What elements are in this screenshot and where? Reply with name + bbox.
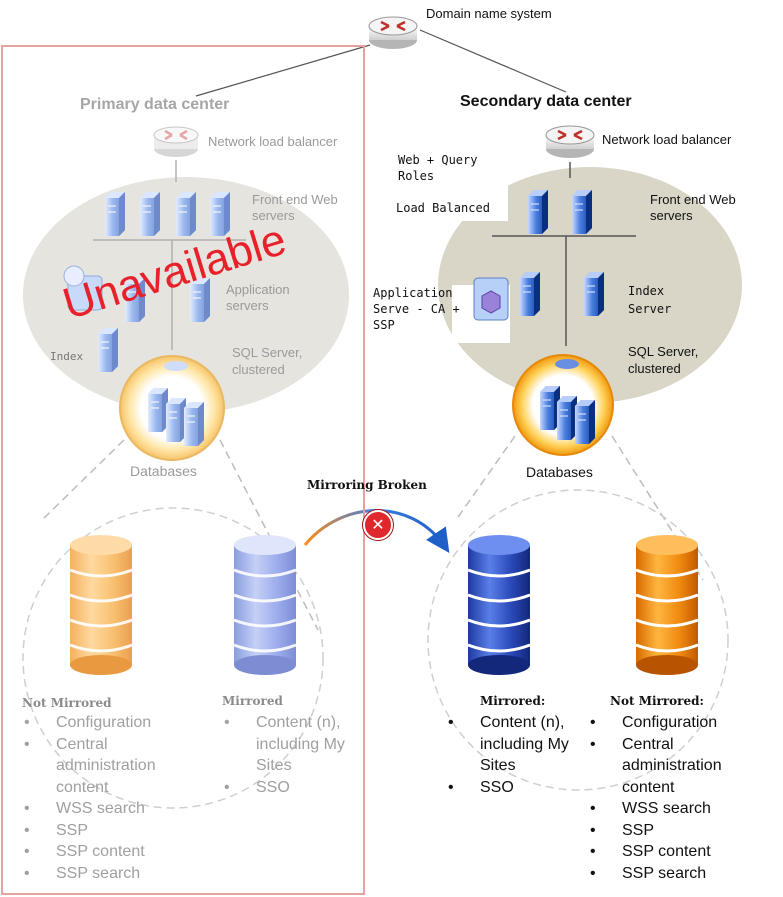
secondary-loadbalanced-label: Load Balanced: [396, 201, 490, 215]
list-item: SSP: [22, 820, 192, 842]
dns-label: Domain name system: [426, 6, 552, 21]
primary-mirrored-heading: Mirrored: [222, 694, 283, 708]
primary-not-mirrored-heading: Not Mirrored: [22, 696, 112, 710]
primary-databases-label: Databases: [130, 463, 197, 479]
secondary-index-label: Index Server: [628, 284, 672, 316]
primary-not-mirrored-list: Configuration Central administration con…: [22, 712, 192, 884]
mirroring-label: Mirroring Broken: [307, 478, 427, 492]
secondary-nlb-label: Network load balancer: [602, 132, 732, 147]
list-item: SSP content: [588, 841, 778, 863]
secondary-not-mirrored-list: Configuration Central administration con…: [588, 712, 778, 884]
primary-mirrored-list: Content (n), including My Sites SSO: [222, 712, 362, 798]
list-item: Content (n), including My Sites: [446, 712, 580, 777]
secondary-mirrored-list: Content (n), including My Sites SSO: [446, 712, 586, 798]
secondary-sql-label: SQL Server, clustered: [628, 344, 699, 376]
list-item: SSP: [588, 820, 778, 842]
secondary-not-mirrored-heading: Not Mirrored:: [610, 694, 704, 708]
primary-not-mirrored-db: [69, 535, 133, 675]
list-item: SSO: [222, 777, 362, 799]
secondary-appserve-label: Application Serve - CA + SSP: [373, 286, 460, 332]
primary-app-label: Application servers: [226, 282, 290, 313]
primary-frontend-label: Front end Web servers: [252, 192, 338, 223]
list-item: SSP search: [588, 863, 778, 885]
list-item: WSS search: [588, 798, 778, 820]
secondary-databases-label: Databases: [526, 464, 593, 480]
secondary-mirrored-heading: Mirrored:: [480, 694, 546, 708]
list-item: Content (n), including My Sites: [222, 712, 346, 777]
primary-index-label: Index: [50, 350, 84, 363]
list-item: SSO: [446, 777, 586, 799]
primary-nlb-label: Network load balancer: [208, 134, 338, 149]
list-item: WSS search: [22, 798, 192, 820]
error-icon: ✕: [363, 510, 393, 540]
secondary-frontend-label: Front end Web servers: [650, 192, 736, 223]
primary-title: Primary data center: [80, 96, 230, 113]
primary-sql-label: SQL Server, clustered: [232, 345, 303, 377]
list-item: Configuration: [588, 712, 778, 734]
list-item: SSP content: [22, 841, 192, 863]
list-item: Configuration: [22, 712, 192, 734]
secondary-webquery-label: Web + Query Roles: [398, 153, 478, 183]
list-item: Central administration content: [588, 734, 742, 799]
list-item: Central administration content: [22, 734, 176, 799]
list-item: SSP search: [22, 863, 192, 885]
secondary-title: Secondary data center: [460, 93, 632, 110]
